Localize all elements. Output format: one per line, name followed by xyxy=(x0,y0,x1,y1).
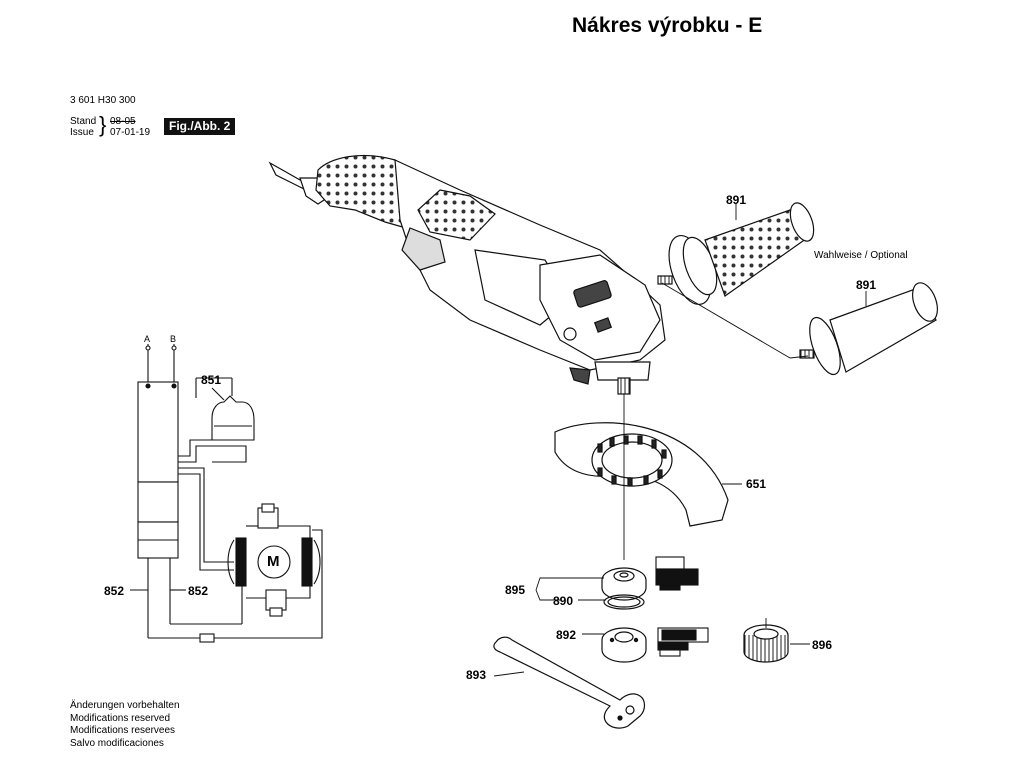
callout-892-clamp-nut: 892 xyxy=(556,628,577,642)
side-handle-891-optional xyxy=(799,282,938,376)
flange-895 xyxy=(601,567,647,601)
field-coil-right xyxy=(301,537,313,587)
field-coil-left xyxy=(235,537,247,587)
o-ring-890 xyxy=(603,594,645,610)
brace-symbol: } xyxy=(99,112,107,137)
terminal-a-label: A xyxy=(144,334,151,344)
part-leader-lines xyxy=(493,577,810,677)
callout-852-left: 852 xyxy=(104,584,125,598)
footer-line: Salvo modificaciones xyxy=(70,737,164,749)
motor-symbol xyxy=(257,545,291,579)
footer-notes: Änderungen vorbehalten Modifications res… xyxy=(70,700,180,750)
callout-851-connector: 851 xyxy=(201,373,222,387)
vent-grille xyxy=(401,227,446,271)
callout-896-quick-nut: 896 xyxy=(812,638,833,652)
stand-labels: Stand Issue xyxy=(70,116,98,138)
side-handle-891 xyxy=(657,202,815,305)
callout-852-right: 852 xyxy=(188,584,209,598)
part-number: 3 601 H30 300 xyxy=(70,95,136,106)
footer-line: Modifications reserved xyxy=(70,712,171,724)
housing-screw xyxy=(563,327,577,341)
switch-button xyxy=(573,280,612,308)
callout-651-guard: 651 xyxy=(746,477,767,491)
handle-mount-left xyxy=(569,367,591,385)
handle-leader-lines xyxy=(661,204,867,359)
switch-block xyxy=(137,381,179,483)
grinder-body xyxy=(268,154,666,395)
callout-890-o-ring: 890 xyxy=(553,594,574,608)
spindle-thread xyxy=(617,377,631,395)
optional-note: Wahlweise / Optional xyxy=(814,250,908,261)
clamp-nut-892 xyxy=(601,627,647,663)
spanner-wrench-893 xyxy=(493,636,646,729)
footer-line: Änderungen vorbehalten xyxy=(70,700,180,711)
page-title: Nákres výrobku - E xyxy=(572,14,763,37)
issue-label: Issue xyxy=(70,127,94,138)
callout-891-handle: 891 xyxy=(726,193,747,207)
housing-dotted-panel xyxy=(417,189,496,241)
quick-nut-896 xyxy=(743,618,789,663)
side-handle-thread xyxy=(657,275,673,285)
old-date: 08-05 xyxy=(110,116,136,127)
callout-893-spanner: 893 xyxy=(466,668,487,682)
spindle-collar xyxy=(594,361,651,381)
wheel-guard-651 xyxy=(554,422,742,527)
stand-dates: 08-05 07-01-19 xyxy=(110,116,170,138)
wiring-diagram xyxy=(130,344,323,643)
clamp-nut-892-detail xyxy=(657,627,709,657)
connector-851 xyxy=(211,395,255,441)
spindle-lock xyxy=(593,317,613,333)
stand-label: Stand xyxy=(70,116,97,127)
figure-badge: Fig./Abb. 2 xyxy=(164,118,236,135)
callout-895-flange: 895 xyxy=(505,583,526,597)
terminal-b-label: B xyxy=(170,334,177,344)
issue-date: 07-01-19 xyxy=(110,127,151,138)
motor-label: M xyxy=(267,553,280,570)
footer-line: Modifications reservees xyxy=(70,725,176,736)
callout-891-optional-handle: 891 xyxy=(856,278,877,292)
flange-895-detail xyxy=(655,556,699,591)
guard-ring-teeth xyxy=(597,435,667,487)
